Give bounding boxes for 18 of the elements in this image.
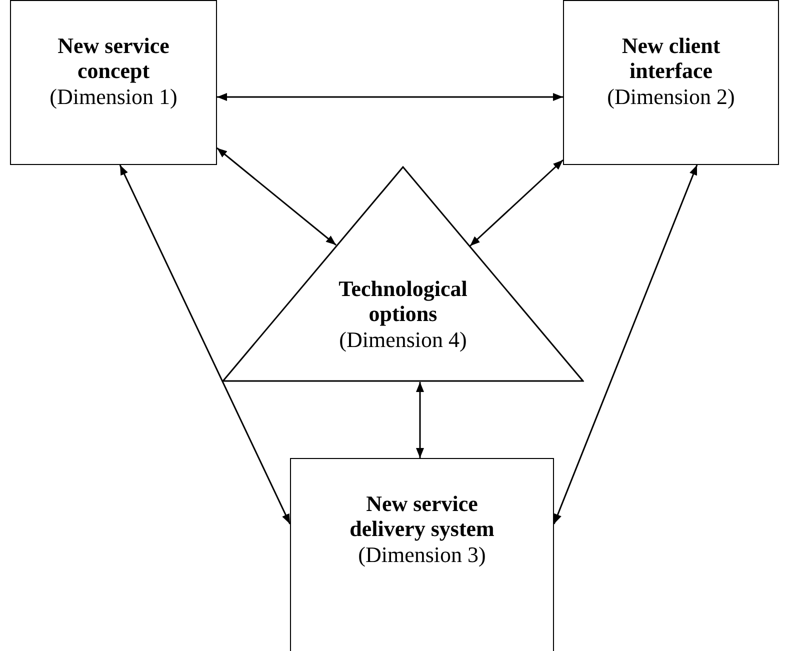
double-arrow	[553, 164, 698, 524]
node-title: New service delivery system	[348, 491, 496, 542]
dimension-label: (Dimension 2)	[606, 84, 736, 109]
double-arrow	[217, 93, 563, 101]
dimension-label: (Dimension 1)	[48, 84, 178, 109]
process-box	[290, 458, 554, 651]
double-arrow	[416, 382, 424, 458]
triangle-node	[222, 166, 584, 382]
double-arrow	[119, 164, 291, 524]
double-arrow	[470, 159, 564, 247]
dimension-label: (Dimension 4)	[338, 326, 468, 352]
node-title: Technological options	[338, 276, 468, 327]
node-title: New service concept	[56, 33, 170, 84]
process-box	[563, 0, 779, 165]
dimension-label: (Dimension 3)	[357, 542, 487, 567]
node-title: New client interface	[620, 33, 722, 84]
double-arrow	[216, 147, 336, 246]
process-box	[10, 0, 217, 165]
